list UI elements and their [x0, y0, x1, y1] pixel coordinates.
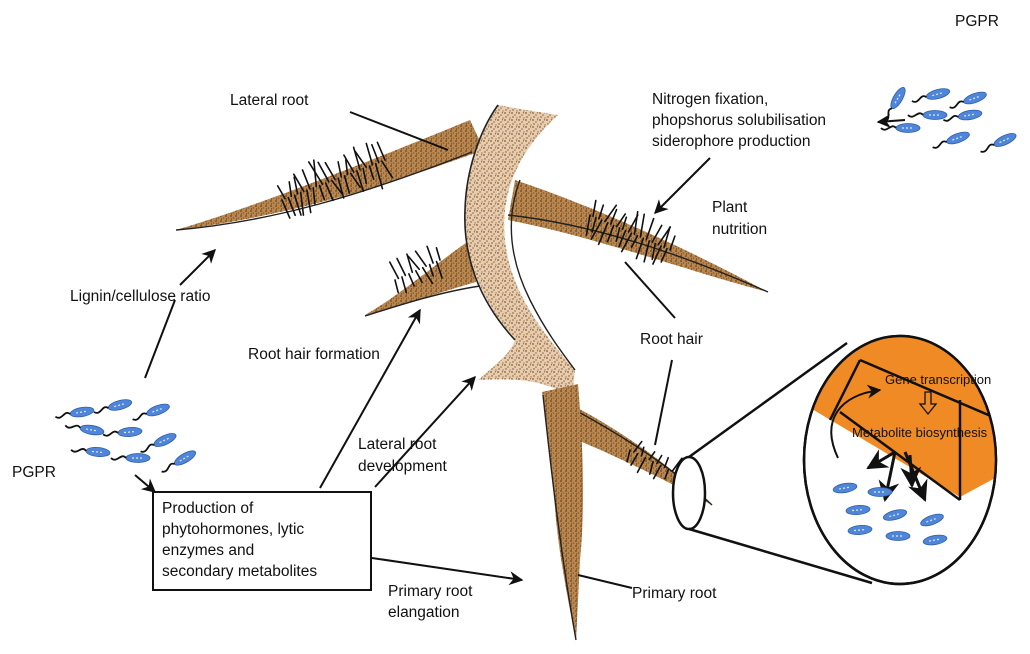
label-gene-transcription: Gene transcription: [885, 372, 991, 388]
primary-root-lower: [542, 384, 583, 640]
zoom-cell: [780, 300, 1010, 584]
label-nitrogen-line3: siderophore production: [652, 132, 811, 152]
line-root-hair: [655, 360, 672, 445]
arrow-lateral-root: [350, 112, 448, 150]
line-root-hair-upper: [625, 262, 675, 318]
arrow-primary-elong: [372, 558, 522, 580]
arrow-pgpr-left: [135, 475, 155, 492]
lateral-root-left-small: [365, 240, 476, 315]
label-pgpr-top: PGPR: [955, 12, 999, 32]
label-primary-elong-line1: Primary root: [388, 582, 472, 602]
production-box-line4: secondary metabolites: [162, 561, 362, 582]
line-primary-root: [578, 575, 632, 588]
label-primary-elong-line2: elangation: [388, 603, 460, 623]
label-root-hair-formation: Root hair formation: [248, 345, 380, 365]
production-box-line1: Production of: [162, 498, 362, 519]
label-lignin: Lignin/cellulose ratio: [70, 287, 210, 307]
arrow-pgpr-top: [878, 120, 905, 122]
production-box: Production of phytohormones, lytic enzym…: [152, 491, 372, 591]
arrow-lignin-up: [180, 250, 215, 285]
primary-root-upper: [465, 105, 575, 398]
label-nitrogen-line2: phopshorus solubilisation: [652, 111, 826, 131]
label-root-hair: Root hair: [640, 330, 703, 350]
label-lateral-root: Lateral root: [230, 91, 308, 111]
arrow-nitrogen: [655, 158, 710, 213]
lateral-root-upper-left: [176, 120, 484, 230]
label-primary-root: Primary root: [632, 584, 716, 604]
label-plant-nutrition-line2: nutrition: [712, 220, 767, 240]
label-lateral-dev-line1: Lateral root: [358, 435, 436, 455]
production-box-line3: enzymes and: [162, 540, 362, 561]
label-metabolite-biosynthesis: Metabolite biosynthesis: [852, 425, 987, 441]
label-plant-nutrition-line1: Plant: [712, 198, 747, 218]
label-lateral-dev-line2: development: [358, 457, 447, 477]
production-box-line2: phytohormones, lytic: [162, 519, 362, 540]
arrow-lignin: [145, 300, 175, 378]
label-nitrogen-line1: Nitrogen fixation,: [652, 90, 768, 110]
label-pgpr-left: PGPR: [12, 463, 56, 483]
